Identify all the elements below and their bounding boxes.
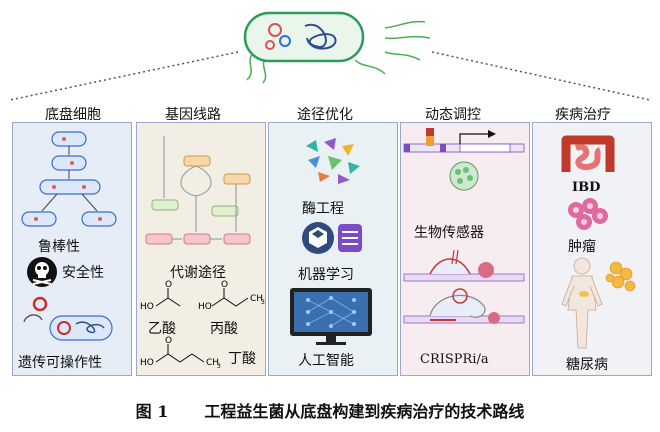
column-title-chassis: 底盘细胞 bbox=[45, 107, 101, 123]
label-metabolic-pathway: 代谢途径 bbox=[170, 265, 226, 281]
column-title-pathway-optimization: 途径优化 bbox=[297, 107, 353, 123]
propionic-acid-structure: HO O CH 3 bbox=[198, 280, 265, 312]
funnel-lines bbox=[9, 51, 651, 101]
enzyme-icon bbox=[306, 138, 360, 184]
figure-caption: 图 1 工程益生菌从底盘构建到疾病治疗的技术路线 bbox=[0, 398, 660, 422]
acetic-ho: HO bbox=[140, 302, 154, 312]
butyric-acid-structure: HO O CH 3 bbox=[140, 336, 221, 370]
intestine-icon bbox=[560, 132, 616, 178]
human-body-icon bbox=[560, 256, 640, 352]
column-title-disease-therapy: 疾病治疗 bbox=[555, 107, 611, 123]
crispr-illustration bbox=[403, 249, 525, 324]
butyric-o: O bbox=[165, 336, 172, 346]
column-title-gene-circuit: 基因线路 bbox=[165, 107, 221, 123]
label-machine-learning: 机器学习 bbox=[298, 267, 354, 283]
label-biosensor: 生物传感器 bbox=[414, 225, 484, 241]
svg-text:3: 3 bbox=[217, 363, 221, 370]
figure-caption-text: 工程益生菌从底盘构建到疾病治疗的技术路线 bbox=[204, 402, 525, 421]
label-propionic-acid: 丙酸 bbox=[210, 321, 238, 337]
label-artificial-intelligence: 人工智能 bbox=[298, 353, 354, 369]
gene-regulation-illustration bbox=[403, 128, 525, 191]
propionic-ch: CH bbox=[250, 294, 263, 304]
figure-number: 图 1 bbox=[135, 402, 169, 421]
label-enzyme-engineering: 酶工程 bbox=[302, 201, 344, 217]
cell-division-illustration bbox=[21, 131, 117, 227]
machine-learning-icon bbox=[300, 218, 364, 258]
label-tumor: 肿瘤 bbox=[568, 239, 596, 255]
butyric-ch: CH bbox=[206, 358, 219, 368]
acetic-acid-structure: HO O bbox=[140, 280, 181, 312]
bacterium-illustration bbox=[235, 8, 435, 84]
acetic-o: O bbox=[165, 280, 172, 290]
label-robustness: 鲁棒性 bbox=[38, 239, 80, 255]
plasmid-illustration bbox=[23, 296, 113, 341]
label-diabetes: 糖尿病 bbox=[566, 357, 608, 373]
artificial-intelligence-icon bbox=[288, 286, 374, 346]
tumor-icon bbox=[564, 196, 612, 232]
label-safety: 安全性 bbox=[62, 265, 104, 281]
label-genetic-tractability: 遗传可操作性 bbox=[18, 355, 102, 371]
propionic-o: O bbox=[221, 280, 228, 290]
label-acetic-acid: 乙酸 bbox=[148, 321, 176, 337]
label-ibd: IBD bbox=[572, 180, 601, 195]
propionic-ho: HO bbox=[198, 302, 212, 312]
column-title-dynamic-regulation: 动态调控 bbox=[425, 107, 481, 123]
skull-icon bbox=[26, 256, 58, 288]
butyric-ho: HO bbox=[140, 358, 154, 368]
svg-text:3: 3 bbox=[261, 299, 265, 306]
label-crispri-a: CRISPRi/a bbox=[420, 352, 489, 367]
label-butyric-acid: 丁酸 bbox=[228, 351, 256, 367]
metabolic-pathway-illustration bbox=[145, 136, 251, 245]
